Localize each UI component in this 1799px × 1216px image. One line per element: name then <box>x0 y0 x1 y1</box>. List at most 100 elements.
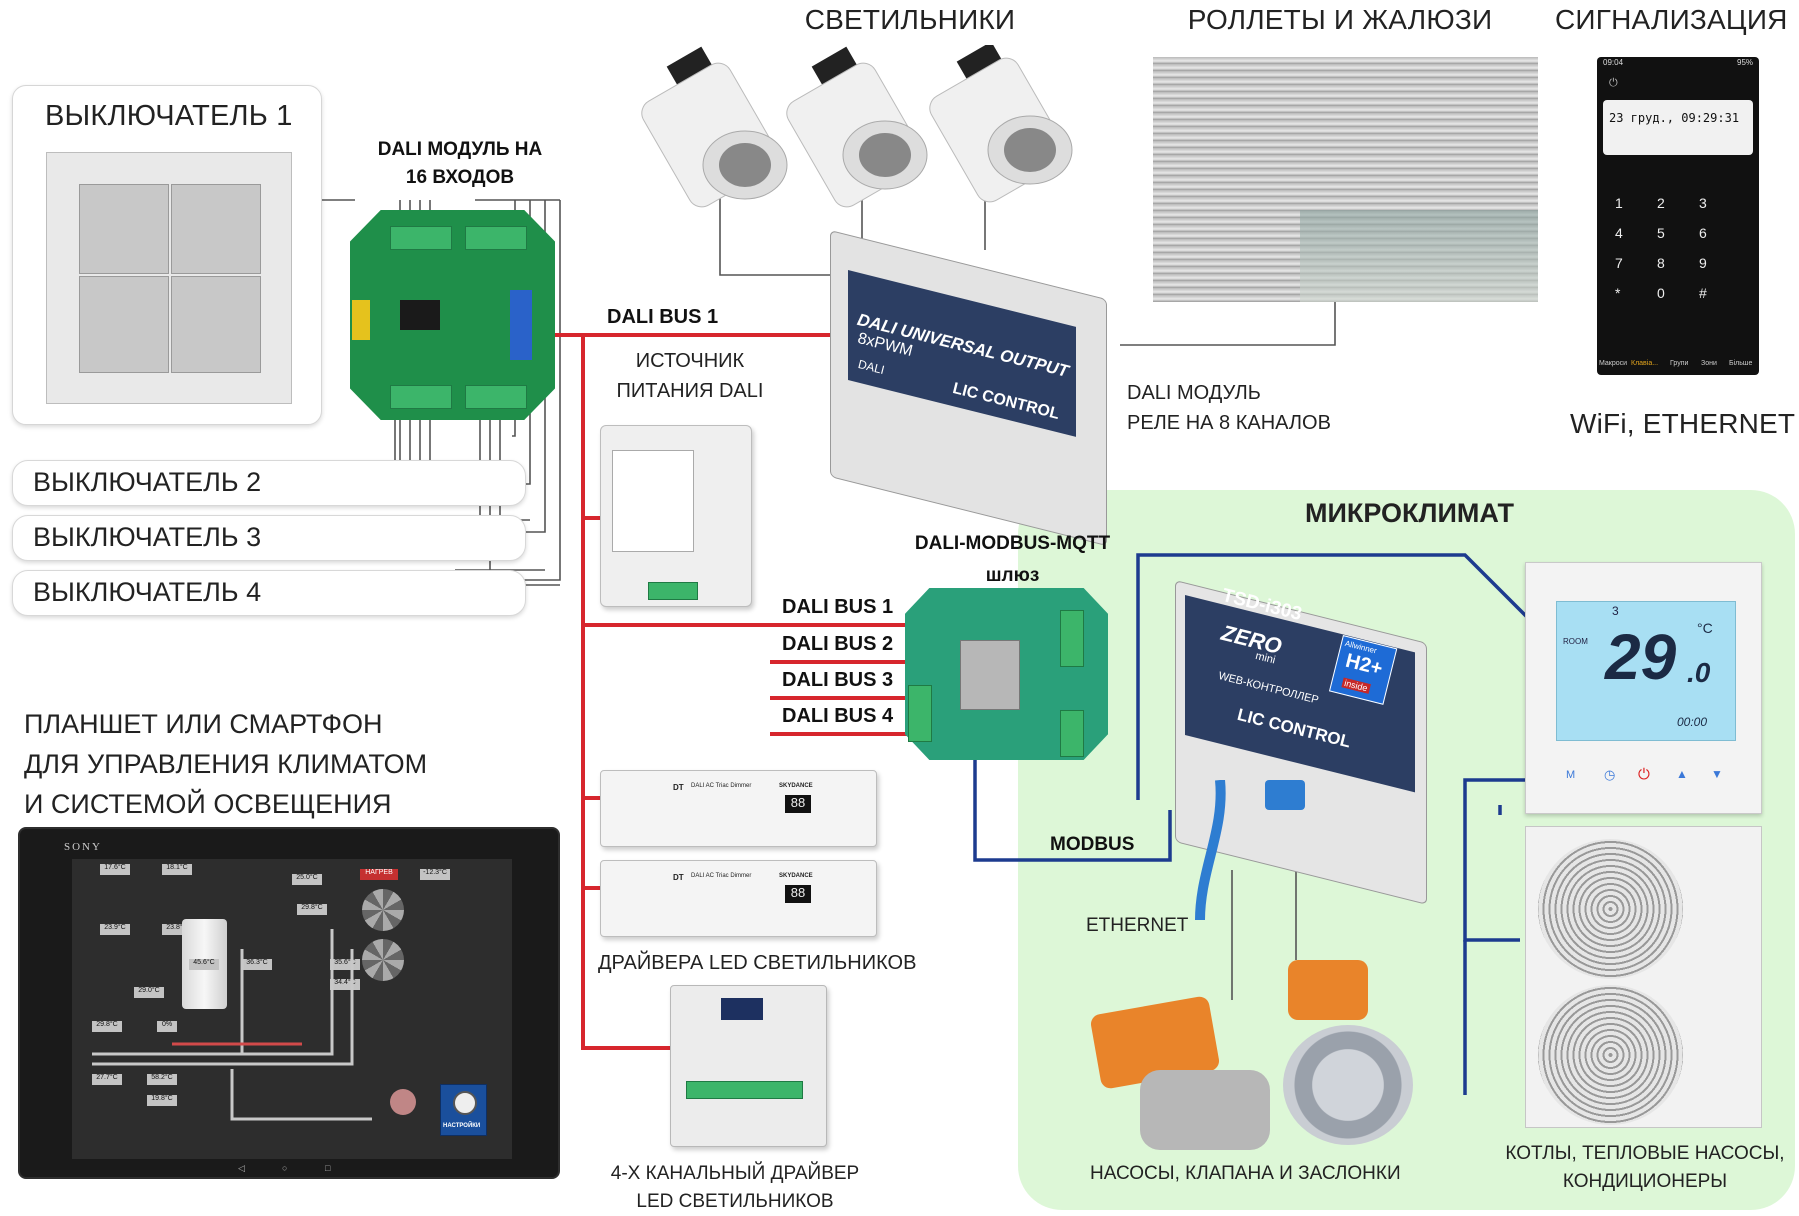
din-driver-display <box>721 998 763 1020</box>
key-0[interactable]: 0 <box>1657 285 1665 301</box>
tablet-readout-16: 19.8°C <box>147 1095 177 1106</box>
wifi-label: WiFi, ETHERNET <box>1570 408 1796 439</box>
thermostat-power-button[interactable]: ⏻ <box>1638 766 1650 783</box>
tablet-fan-2 <box>362 939 404 981</box>
dali-module-title: DALI МОДУЛЬ НА 16 ВХОДОВ <box>370 136 550 192</box>
nav-groups[interactable]: Групи <box>1670 360 1689 367</box>
key-8[interactable]: 8 <box>1657 255 1665 271</box>
key-7[interactable]: 7 <box>1615 255 1623 271</box>
gateway-terminal-right-2 <box>1060 710 1084 757</box>
climate-title: МИКРОКЛИМАТ <box>1305 498 1514 528</box>
key-5[interactable]: 5 <box>1657 225 1665 241</box>
input-terminal-bottom-right <box>465 385 527 409</box>
tablet-recent-icon[interactable]: □ <box>325 1163 331 1173</box>
tablet-readout-2: 18.1°C <box>162 864 192 875</box>
thermostat-screen: 3 ROOM 29 .0 °C 00:00 <box>1556 601 1736 741</box>
thermostat[interactable]: 3 ROOM 29 .0 °C 00:00 M ◷ ⏻ ▲ ▼ <box>1525 562 1762 814</box>
tablet-readout-9: 35.6°C <box>330 959 360 970</box>
switch-1-key-br[interactable] <box>171 276 261 373</box>
phone-battery: 95% <box>1737 58 1754 67</box>
key-9[interactable]: 9 <box>1699 255 1707 271</box>
input-terminal-bottom-left <box>390 385 452 409</box>
switch-2-label: ВЫКЛЮЧАТЕЛЬ 2 <box>33 467 262 497</box>
blinds-window-view <box>1300 210 1538 302</box>
psu-title-line1: ИСТОЧНИК <box>635 350 745 372</box>
boilers-caption: КОТЛЫ, ТЕПЛОВЫЕ НАСОСЫ, КОНДИЦИОНЕРЫ <box>1495 1140 1795 1196</box>
actuator-damper <box>1288 960 1368 1020</box>
thermostat-clock-button[interactable]: ◷ <box>1604 767 1616 782</box>
thermostat-room: ROOM <box>1563 637 1588 646</box>
outdoor-ac-unit <box>1525 826 1762 1128</box>
switch-1-key-tl[interactable] <box>79 184 169 274</box>
phone-nav-bar: Макроси Клавіа... Групи Зони Більше <box>1597 360 1759 372</box>
switch-1-panel: ВЫКЛЮЧАТЕЛЬ 1 <box>12 85 322 425</box>
phone-keypad: 1 2 3 4 5 6 7 8 9 * 0 # <box>1607 195 1747 310</box>
tablet-settings-label: НАСТРОЙКИ <box>443 1123 481 1129</box>
power-terminal-yellow <box>352 300 370 340</box>
thermostat-unit: °C <box>1697 620 1713 636</box>
four-channel-caption-line2: LED СВЕТИЛЬНИКОВ <box>636 1191 834 1212</box>
tablet-home-icon[interactable]: ○ <box>282 1163 288 1173</box>
key-hash[interactable]: # <box>1699 285 1707 301</box>
tablet-mode-button[interactable]: НАГРЕВ <box>360 869 398 880</box>
alarm-title: СИГНАЛИЗАЦИЯ <box>1555 4 1788 35</box>
gateway-title: DALI-MODBUS-MQTT шлюз <box>905 528 1120 592</box>
switch-4-label: ВЫКЛЮЧАТЕЛЬ 4 <box>33 577 262 607</box>
key-3[interactable]: 3 <box>1699 195 1707 211</box>
key-star[interactable]: * <box>1615 285 1621 301</box>
nav-zones[interactable]: Зони <box>1701 360 1717 367</box>
switch-3-pill: ВЫКЛЮЧАТЕЛЬ 3 <box>12 515 526 561</box>
driver-1-display: 88 <box>785 795 811 813</box>
modbus-wires <box>973 553 1562 1095</box>
ethernet-cable <box>1195 780 1226 921</box>
settings-icon <box>453 1091 477 1115</box>
boilers-caption-line1: КОТЛЫ, ТЕПЛОВЫЕ НАСОСЫ, <box>1505 1143 1785 1164</box>
led-driver-2: DT DALI AC Triac Dimmer SKYDANCE 88 <box>600 860 877 937</box>
thermostat-up-button[interactable]: ▲ <box>1676 767 1688 781</box>
nav-macros[interactable]: Макроси <box>1599 360 1628 367</box>
boilers-caption-line2: КОНДИЦИОНЕРЫ <box>1562 1171 1728 1192</box>
gateway-wifi-module <box>960 640 1020 710</box>
driver-2-model: DT <box>673 873 684 882</box>
control-tablet[interactable]: SONY 17.6°C 18.1°C 23.9°C 23.8°C 25.0°C … <box>18 827 560 1179</box>
switch-1-key-bl[interactable] <box>79 276 169 373</box>
gateway-title-line1: DALI-MODBUS-MQTT <box>914 533 1111 554</box>
four-channel-din-driver <box>670 985 827 1147</box>
tablet-readout-11: 29.0°C <box>134 987 164 998</box>
driver-1-desc: DALI AC Triac Dimmer <box>691 783 752 789</box>
thermostat-menu-button[interactable]: M <box>1566 769 1576 781</box>
key-2[interactable]: 2 <box>1657 195 1665 211</box>
dali-bus-2-label: DALI BUS 2 <box>782 633 894 655</box>
tablet-expansion-tank <box>390 1089 416 1115</box>
tablet-settings-button[interactable]: НАСТРОЙКИ <box>440 1084 487 1136</box>
thermostat-down-button[interactable]: ▼ <box>1711 767 1723 781</box>
relay-caption-line2: РЕЛЕ НА 8 КАНАЛОВ <box>1127 412 1331 434</box>
web-controller: TSD-i303 ZERO mini WEB-КОНТРОЛЛЕР Allwin… <box>1165 580 1440 905</box>
thermostat-mode: 3 <box>1612 604 1619 618</box>
spotlight-3 <box>929 45 1073 203</box>
key-6[interactable]: 6 <box>1699 225 1707 241</box>
switch-4-pill: ВЫКЛЮЧАТЕЛЬ 4 <box>12 570 526 616</box>
lights-title: СВЕТИЛЬНИКИ <box>804 4 1016 35</box>
alarm-phone[interactable]: 09:04 95% ⏻ 23 груд., 09:29:31 1 2 3 4 5… <box>1597 57 1759 375</box>
psu-title: ИСТОЧНИК ПИТАНИЯ DALI <box>600 346 780 406</box>
key-1[interactable]: 1 <box>1615 195 1623 211</box>
tablet-readout-14: 27.7°C <box>92 1074 122 1085</box>
driver-2-desc: DALI AC Triac Dimmer <box>691 873 752 879</box>
ethernet-label: ETHERNET <box>1086 915 1189 936</box>
nav-more[interactable]: Більше <box>1729 360 1753 367</box>
tablet-back-icon[interactable]: ◁ <box>238 1163 245 1173</box>
dali-bus-top-label: DALI BUS 1 <box>607 306 719 328</box>
key-4[interactable]: 4 <box>1615 225 1623 241</box>
tablet-readout-3: 23.9°C <box>100 924 130 935</box>
switch-1-key-tr[interactable] <box>171 184 261 274</box>
nav-keypad[interactable]: Клавіа... <box>1631 360 1659 367</box>
four-channel-caption: 4-Х КАНАЛЬНЫЙ ДРАЙВЕР LED СВЕТИЛЬНИКОВ <box>600 1160 870 1216</box>
dali-bus-4-label: DALI BUS 4 <box>782 705 894 727</box>
dali-module-title-line2: 16 ВХОДОВ <box>405 167 515 188</box>
tablet-caption-line3: И СИСТЕМОЙ ОСВЕЩЕНИЯ <box>24 789 392 819</box>
phone-power-icon[interactable]: ⏻ <box>1609 77 1618 89</box>
relay-caption-line1: DALI МОДУЛЬ <box>1127 382 1261 404</box>
tablet-readout-10: 34.4°C <box>330 979 360 990</box>
controller-badge-bottom: inside <box>1341 677 1371 694</box>
